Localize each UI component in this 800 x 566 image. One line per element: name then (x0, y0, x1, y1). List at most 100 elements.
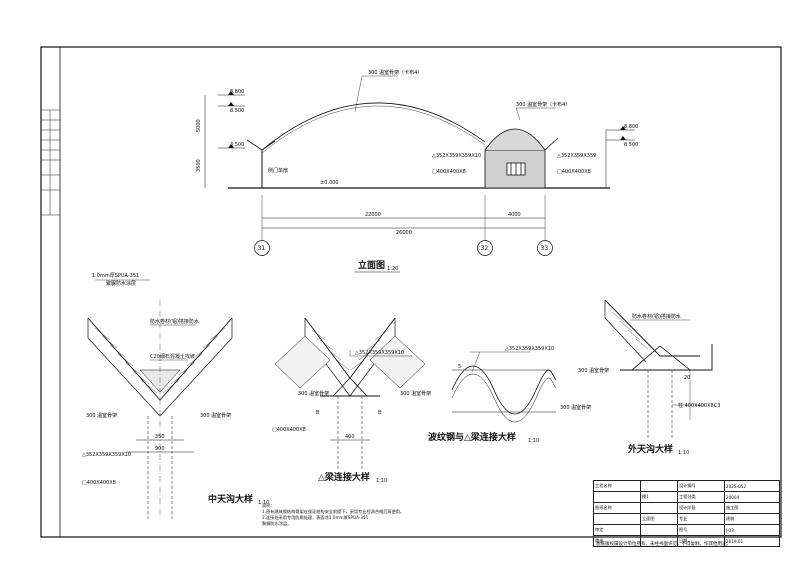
beam-label-right: 300 温室骨架 (400, 390, 431, 397)
tb-cell (639, 502, 678, 514)
tb-cell: 图纸名称 (593, 502, 641, 514)
tb-cell: 专业 (676, 513, 725, 525)
outer-gutter-column: 柱 400X400X8C3 (678, 402, 720, 409)
tb-cell (593, 513, 641, 525)
notes-head: 说明： (262, 503, 275, 508)
arch-label: 300 温室骨架（卡布4） (368, 69, 422, 76)
mid-gutter-fill-note: C20细石混凝土找坡 (150, 353, 195, 360)
elevation-zero: ±0.000 (320, 180, 339, 186)
tb-cell (593, 491, 641, 503)
wave-steel-detail (451, 351, 557, 423)
beam-detail-title: △梁连接大样 (318, 471, 370, 483)
beam-connection-detail (274, 317, 426, 470)
mid-gutter-inner-note: 防水卷材(铝)搭接防水 (150, 318, 199, 325)
member-label-right: △352X359X359 (557, 153, 596, 159)
tb-cell: 工程名称 (593, 480, 641, 492)
dim-total: 26000 (396, 230, 412, 236)
mid-gutter-dim-1: 350 (155, 434, 165, 440)
outer-gutter-dim: 20 (684, 375, 690, 381)
tb-cell (639, 524, 678, 536)
right-brace (544, 137, 559, 151)
notes-line-1: 1.原有建筑钢结构骨架在保证结构安全前提下，采用专业检测合格后再使用。 (262, 509, 405, 514)
title-block-row: 立面图 专业 建筑 (593, 513, 781, 525)
title-block-row: 图纸名称 设计阶段 施工图 (593, 502, 781, 514)
dim-span-2: 4000 (508, 212, 521, 218)
mid-gutter-left-note: 300 温室骨架 (86, 412, 117, 419)
mid-gutter-right-note: 300 温室骨架 (200, 412, 231, 419)
mid-gutter-top-note: 1.0mm厚SPUA-351 (92, 273, 139, 279)
notes-line-3: 聚脲防水涂层。 (262, 521, 292, 526)
tb-cell: 工程分类 (676, 491, 725, 503)
mid-gutter-member: △352X359X359X10 (82, 452, 131, 458)
beam-dim: 400 (345, 434, 355, 440)
column-label-left: □400X400X8 (432, 169, 466, 175)
elevation-title: 立面图 (358, 259, 385, 271)
tb-cell: 20004 (723, 491, 781, 503)
inner-border (59, 46, 782, 538)
mid-gutter-title: 中天沟大样 (208, 493, 253, 505)
wave-frame-label: 300 温室骨架 (560, 404, 591, 411)
outer-gutter-scale: 1:10 (678, 450, 689, 456)
wave-detail-title: 波纹钢与△梁连接大样 (428, 431, 516, 443)
tb-cell (639, 480, 678, 492)
elevation-top: 8.800 (230, 89, 244, 95)
title-block: 工程名称 设计编号 2025-052 棚1 工程分类 20004 图纸名称 设计… (593, 480, 781, 547)
wave-detail-labels: △352X359X359X10 5 300 温室骨架 波纹钢与△梁连接大样 1:… (428, 346, 591, 444)
copyright-footer: 图纸版权属设计单位所有，未经书面许可，不得复制、作其他用途。 (596, 542, 731, 547)
tb-cell: 设计阶段 (676, 502, 725, 514)
design-notes: 说明： 1.原有建筑钢结构骨架在保证结构安全前提下，采用专业检测合格后再使用。 … (262, 503, 582, 527)
left-brace (246, 139, 263, 151)
outer-gutter-title: 外天沟大样 (627, 443, 673, 455)
beam-detail-labels: △352X359X359X10 300 温室骨架 300 温室骨架 □400X4… (272, 350, 431, 484)
left-brace-2 (261, 140, 276, 151)
title-block-row: 工程名称 设计编号 2025-052 (593, 480, 781, 492)
tb-cell (639, 535, 678, 547)
elevation-mid: 8.500 (230, 108, 244, 114)
tb-cell: 建筑 (723, 513, 781, 525)
title-block-row: 审定 图号 J-03 (593, 524, 781, 536)
small-arch-label: 300 温室骨架（卡布4） (516, 101, 570, 108)
axis-bubble-33 (537, 240, 553, 256)
mid-gutter-column: □400X400X8 (82, 480, 116, 486)
mid-gutter-detail (87, 279, 233, 520)
title-block-row: 棚1 工程分类 20004 (593, 491, 781, 503)
elevation-mid-right: 8.500 (624, 142, 638, 148)
main-arch (261, 102, 486, 151)
beam-detail-scale: 1:10 (376, 478, 387, 484)
binding-strip (41, 109, 60, 216)
tb-cell: 棚1 (639, 491, 678, 503)
dim-span-1: 22000 (365, 212, 381, 218)
title-block-row: 审核 日期 2019.01 (593, 535, 781, 547)
column-label-right: □400X400X8 (557, 169, 591, 175)
beam-column-label: □400X400X8 (272, 427, 306, 433)
outer-gutter-labels: 防水卷材(铝)搭接防水 300 温室骨架 柱 400X400X8C3 20 外天… (578, 313, 720, 456)
tb-cell: 施工图 (723, 502, 781, 514)
beam-mark-b-right: B (378, 410, 382, 416)
outer-gutter-detail (604, 299, 713, 440)
tb-cell: 图号 (676, 524, 725, 536)
dim-height-2: 3500 (196, 159, 202, 172)
elevation-low: 3.500 (230, 142, 244, 148)
wave-detail-scale: 1:10 (528, 438, 539, 444)
axis-bubble-31 (254, 240, 270, 256)
mid-gutter-scale: 1:10 (258, 500, 269, 506)
notes-line-2: 2.连接处采用专用防腐处理，表面涂1.0mm厚SPUA-351 (262, 515, 369, 520)
elevation-view (204, 75, 635, 256)
elevation-scale: 1:20 (387, 266, 398, 272)
beam-member-label: △352X359X359X10 (355, 350, 404, 356)
elevation-top-right: 8.800 (624, 124, 638, 130)
main-arch-inner (261, 105, 486, 154)
wave-mark: 5 (458, 364, 461, 370)
tb-cell: 立面图 (639, 513, 678, 525)
beam-mark-b-left: B (316, 410, 320, 416)
wave-member-label: △352X359X359X10 (505, 346, 554, 352)
tb-cell: 设计编号 (676, 480, 725, 492)
outer-gutter-top-note: 防水卷材(铝)搭接防水 (632, 313, 681, 320)
elevation-labels: 300 温室骨架（卡布4） 300 温室骨架（卡布4） △352X359X359… (196, 69, 638, 273)
mid-gutter-dim-2: 900 (155, 446, 165, 452)
member-label-left: △352X359X359X10 (432, 153, 481, 159)
outer-border (40, 46, 782, 538)
mid-gutter-labels: 1.0mm厚SPUA-351 聚脲防水涂层 防水卷材(铝)搭接防水 C20细石混… (82, 273, 269, 506)
axis-label-33: 33 (541, 245, 549, 252)
